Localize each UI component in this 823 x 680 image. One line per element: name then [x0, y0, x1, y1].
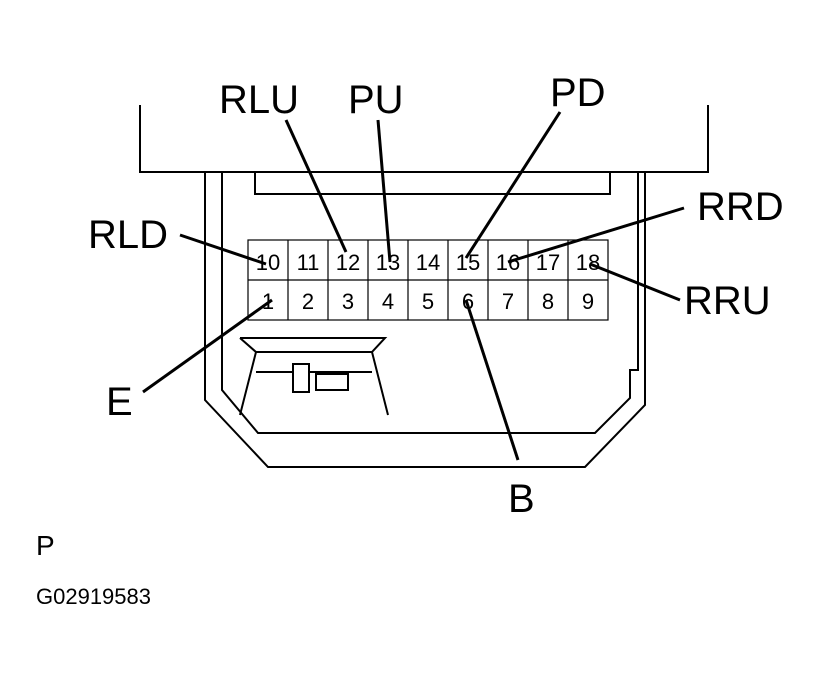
housing-slot	[254, 172, 611, 195]
label-rru: RRU	[684, 279, 771, 323]
pin-number: 17	[536, 250, 560, 275]
view-label: P	[36, 530, 55, 561]
label-pd: PD	[550, 71, 606, 115]
leader-line-pd	[464, 111, 562, 259]
pin-number: 14	[416, 250, 440, 275]
upper-housing-outline	[139, 105, 709, 173]
pin-number: 4	[382, 289, 394, 314]
pin-number: 7	[502, 289, 514, 314]
connector-body-inner	[221, 172, 639, 434]
pin-number: 18	[576, 250, 600, 275]
leader-line-rld	[179, 233, 267, 266]
label-b: B	[508, 477, 535, 521]
latch-tab-left	[292, 363, 310, 393]
figure-code: G02919583	[36, 584, 151, 609]
pin-number: 8	[542, 289, 554, 314]
pin-number: 12	[336, 250, 360, 275]
label-rld: RLD	[88, 213, 168, 257]
label-pu: PU	[348, 78, 404, 122]
pin-number: 11	[297, 250, 320, 275]
label-rrd: RRD	[697, 185, 784, 229]
label-rlu: RLU	[219, 78, 299, 122]
leader-line-b	[464, 299, 520, 461]
pin-number: 9	[582, 289, 594, 314]
leader-line-rrd	[507, 206, 685, 264]
pin-number: 2	[302, 289, 314, 314]
leader-line-pu	[376, 119, 392, 263]
connector-latch	[239, 337, 389, 416]
leader-line-rru	[589, 262, 681, 302]
label-e: E	[106, 380, 133, 424]
connector-body-outer	[204, 172, 646, 468]
leader-line-e	[142, 298, 273, 394]
pin-number: 3	[342, 289, 354, 314]
pin-number: 5	[422, 289, 434, 314]
leader-line-rlu	[284, 119, 348, 253]
pin-number: 16	[496, 250, 520, 275]
latch-tab-right	[315, 373, 349, 391]
